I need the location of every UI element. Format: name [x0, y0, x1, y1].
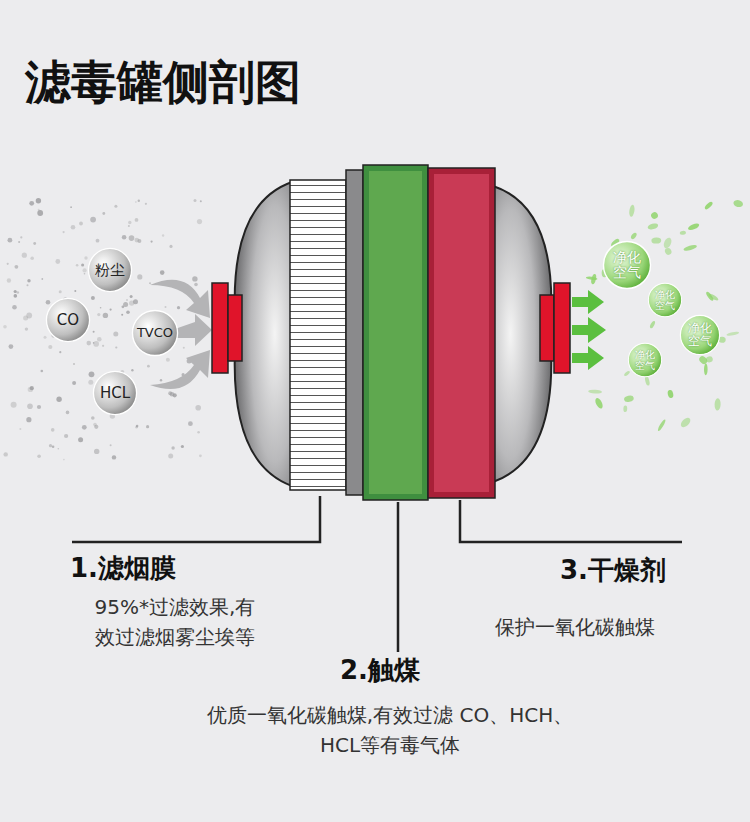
bubble-label: 粉尘 [95, 262, 125, 279]
gas-bubble: TVCO [132, 310, 178, 356]
layer-description: 95%*过滤效果,有 效过滤烟雾尘埃等 [55, 592, 295, 652]
gas-bubble: 粉尘 [88, 248, 132, 292]
bubble-label: 净化空气 [688, 322, 712, 348]
layer-description: 优质一氧化碳触煤,有效过滤 CO、HCH、HCL等有毒气体 [195, 700, 585, 760]
gas-bubble: HCL [93, 371, 137, 415]
bubble-label: 净化空气 [613, 250, 641, 281]
layer-description: 保护一氧化碳触煤 [440, 612, 710, 642]
clean-air-bubble: 净化空气 [648, 283, 682, 317]
bubble-label: TVCO [137, 326, 173, 340]
bubble-label: CO [57, 312, 79, 329]
clean-air-bubble: 净化空气 [680, 315, 720, 355]
title: 滤毒罐侧剖图 [25, 52, 301, 114]
layer-name: 1.滤烟膜 [70, 551, 176, 586]
layer-name: 3.干燥剂 [560, 553, 666, 588]
bubble-label: 净化空气 [635, 349, 655, 371]
gas-bubble: CO [46, 298, 90, 342]
clean-air-bubble: 净化空气 [628, 343, 662, 377]
bubble-label: HCL [100, 385, 130, 402]
bubble-label: 净化空气 [655, 289, 675, 311]
layer-name: 2.触煤 [340, 653, 420, 688]
clean-air-bubble: 净化空气 [603, 241, 651, 289]
